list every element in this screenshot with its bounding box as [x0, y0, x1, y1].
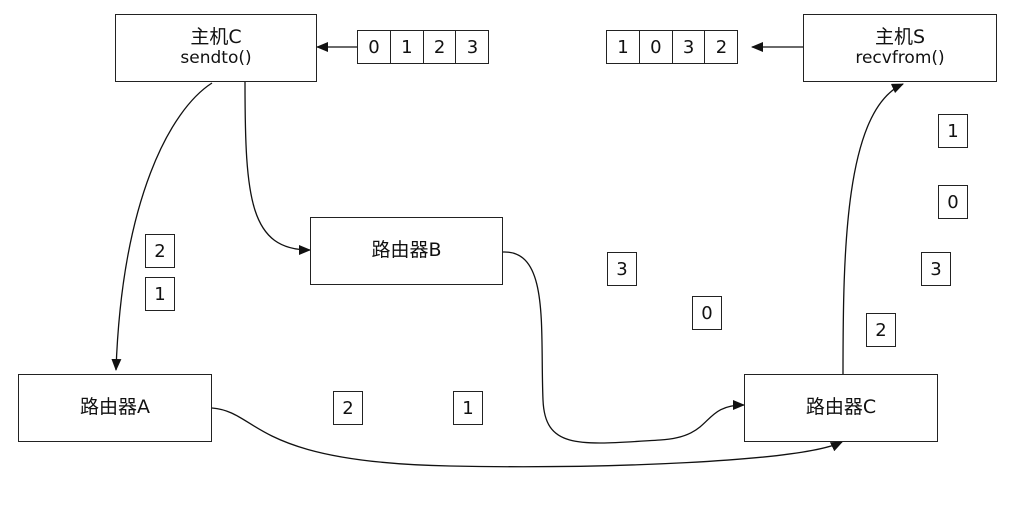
router-a-label: 路由器A: [80, 396, 150, 419]
packet: 1: [145, 277, 175, 311]
recv-queue-cell: 3: [671, 30, 706, 64]
host-c-title: 主机C: [190, 26, 242, 49]
host-c-sub: sendto(): [180, 48, 252, 69]
arrow-router-a-to-router-c: [211, 407, 843, 468]
packet: 2: [145, 234, 175, 268]
router-b-label: 路由器B: [371, 239, 442, 262]
arrow-router-b-to-router-c: [502, 251, 745, 444]
recv-queue-cell: 0: [638, 30, 673, 64]
host-s-box: 主机S recvfrom(): [803, 14, 997, 82]
arrow-router-c-to-host-s: [842, 83, 904, 376]
arrow-host-c-to-router-a: [111, 82, 213, 371]
host-s-sub: recvfrom(): [855, 48, 945, 69]
recv-queue: 1 0 3 2: [606, 30, 739, 64]
send-queue: 0 1 2 3: [357, 30, 490, 64]
router-c-label: 路由器C: [805, 396, 877, 419]
recv-queue-cell: 1: [606, 30, 640, 64]
send-queue-cell: 0: [357, 30, 391, 64]
recv-queue-cell: 2: [704, 30, 739, 64]
packet: 3: [921, 252, 951, 286]
packet: 2: [333, 391, 363, 425]
router-a-box: 路由器A: [18, 374, 212, 442]
host-s-title: 主机S: [874, 26, 926, 49]
arrow-host-c-to-router-b: [244, 81, 311, 255]
packet: 0: [692, 296, 722, 330]
packet: 1: [453, 391, 483, 425]
send-queue-cell: 1: [389, 30, 424, 64]
router-b-box: 路由器B: [310, 217, 503, 285]
send-queue-cell: 2: [422, 30, 457, 64]
packet: 3: [607, 252, 637, 286]
packet: 2: [866, 313, 896, 347]
send-queue-cell: 3: [455, 30, 490, 64]
host-c-box: 主机C sendto(): [115, 14, 317, 82]
packet: 0: [938, 185, 968, 219]
router-c-box: 路由器C: [744, 374, 938, 442]
packet: 1: [938, 114, 968, 148]
